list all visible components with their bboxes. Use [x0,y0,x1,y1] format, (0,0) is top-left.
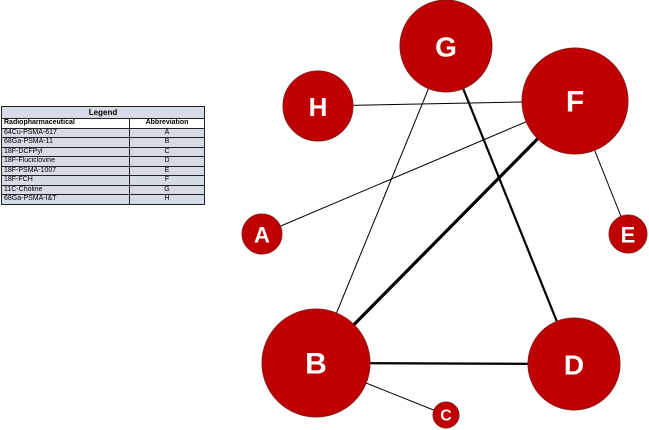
node-label: A [254,223,270,248]
edge-a-f [261,100,576,235]
legend-table: Legend Radiopharmaceutical Abbreviation … [1,106,205,205]
network-nodes: A B C D E F G H [241,0,648,429]
node-label: H [309,92,328,122]
node-e: E [608,214,648,254]
node-circle [241,213,283,255]
node-g: G [399,0,493,93]
node-circle [399,0,493,93]
node-circle [432,401,460,429]
node-label: E [621,223,636,248]
legend-title: Legend [1,106,205,119]
node-b: B [261,308,371,418]
node-label: B [305,348,327,381]
node-d: D [527,317,621,411]
node-label: G [435,32,457,63]
edge-g-d [444,45,576,365]
legend-row: 68Ga-PSMA-I&T H [1,194,205,205]
node-label: C [440,408,452,425]
node-c: C [432,401,460,429]
node-f: F [521,47,629,155]
node-circle [521,47,629,155]
legend-abbr: H [129,194,205,205]
node-circle [527,317,621,411]
node-circle [608,214,648,254]
edge-f-b [314,99,577,365]
node-label: D [564,350,584,381]
node-h: H [282,70,354,142]
node-a: A [241,213,283,255]
node-label: F [566,86,584,119]
node-circle [282,70,354,142]
node-circle [261,308,371,418]
edge-g-b [315,45,447,364]
